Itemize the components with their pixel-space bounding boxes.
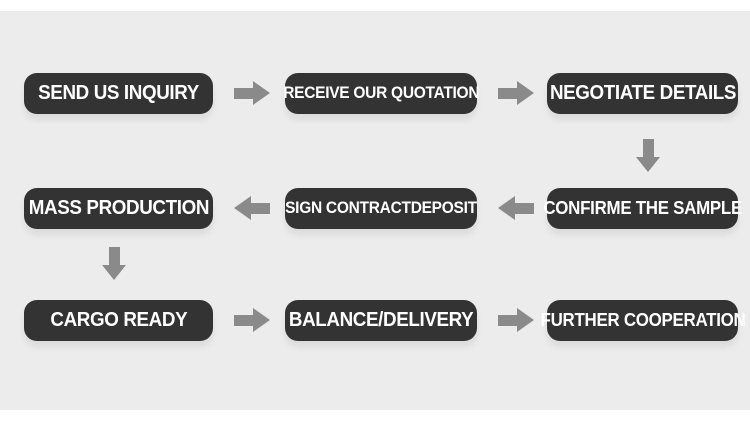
arrow-head — [517, 81, 534, 105]
flow-step-label: BALANCE/DELIVERY — [288, 309, 474, 331]
arrow-head — [636, 157, 660, 172]
arrow-right-icon — [234, 308, 270, 332]
flow-step-label: SIGN CONTRACTDEPOSIT — [285, 199, 477, 217]
arrow-stem — [515, 202, 534, 214]
arrow-stem — [234, 87, 253, 99]
arrow-left-icon — [234, 196, 270, 220]
flow-step-receive-our-quotation: RECEIVE OUR QUOTATION — [283, 73, 480, 114]
arrow-left-icon — [498, 196, 534, 220]
arrow-head — [253, 308, 270, 332]
arrow-head — [517, 308, 534, 332]
flow-step-sign-contract-deposit: SIGN CONTRACTDEPOSIT — [285, 188, 477, 229]
arrow-down-icon — [636, 139, 660, 172]
flow-step-label: MASS PRODUCTION — [28, 197, 209, 219]
arrow-right-icon — [234, 81, 270, 105]
arrow-right-icon — [498, 81, 534, 105]
flow-step-confirme-the-sample: CONFIRME THE SAMPLE — [543, 188, 742, 229]
flow-step-label: RECEIVE OUR QUOTATION — [283, 84, 480, 102]
flow-step-label: CARGO READY — [50, 309, 187, 331]
arrow-stem — [108, 247, 120, 265]
flow-step-mass-production: MASS PRODUCTION — [24, 188, 213, 229]
flow-step-further-cooperation: FURTHER COOPERATION — [540, 300, 745, 341]
arrow-stem — [251, 202, 270, 214]
arrow-stem — [642, 139, 654, 157]
arrow-stem — [498, 314, 517, 326]
flow-step-negotiate-details: NEGOTIATE DETAILS — [547, 73, 738, 114]
arrow-head — [253, 81, 270, 105]
arrow-head — [234, 196, 251, 220]
flow-step-label: SEND US INQUIRY — [38, 82, 199, 104]
arrow-down-icon — [102, 247, 126, 280]
flow-step-label: FURTHER COOPERATION — [540, 310, 745, 330]
arrow-stem — [234, 314, 253, 326]
arrow-stem — [498, 87, 517, 99]
flow-step-label: NEGOTIATE DETAILS — [549, 82, 736, 104]
flow-step-cargo-ready: CARGO READY — [24, 300, 213, 341]
arrow-head — [498, 196, 515, 220]
arrow-head — [102, 265, 126, 280]
arrow-right-icon — [498, 308, 534, 332]
flow-step-label: CONFIRME THE SAMPLE — [543, 198, 742, 218]
flow-step-send-us-inquiry: SEND US INQUIRY — [24, 73, 213, 114]
flow-step-balance-delivery: BALANCE/DELIVERY — [285, 300, 477, 341]
